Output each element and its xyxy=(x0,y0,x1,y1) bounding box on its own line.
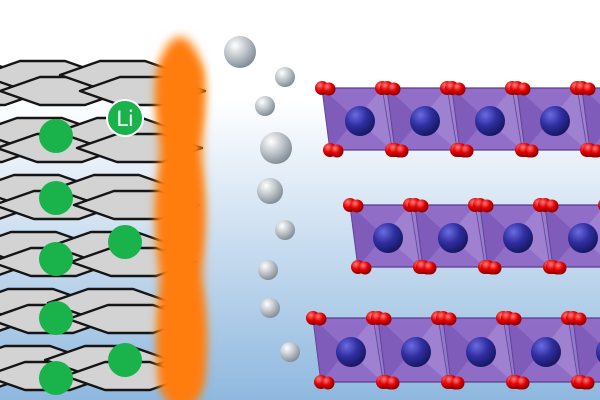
electrolyte-ion xyxy=(260,298,280,318)
lithium-ions: Li xyxy=(39,99,144,395)
octahedron-facet xyxy=(508,318,542,382)
octahedron-facet xyxy=(582,88,600,150)
lithium-ion xyxy=(108,343,142,377)
interface-core xyxy=(160,55,202,400)
oxygen-atom xyxy=(451,376,465,390)
lithium-ion xyxy=(39,361,73,395)
oxygen-atom xyxy=(443,312,457,326)
oxygen-atom xyxy=(415,199,429,213)
metal-atom xyxy=(466,337,496,367)
octahedron-facet xyxy=(517,88,551,150)
metal-atom xyxy=(373,223,403,253)
octahedron-facet xyxy=(480,205,514,267)
metal-atom xyxy=(438,223,468,253)
electrolyte-ions xyxy=(224,36,300,362)
electrolyte-ion xyxy=(260,132,292,164)
oxygen-atom xyxy=(517,82,531,96)
oxygen-atom xyxy=(525,144,539,158)
octahedron-facet xyxy=(378,318,412,382)
metal-atom xyxy=(568,223,598,253)
oxygen-atom xyxy=(386,376,400,390)
oxygen-atom xyxy=(582,82,596,96)
oxygen-atom xyxy=(395,144,409,158)
lithium-ion xyxy=(39,301,73,335)
electrolyte-ion xyxy=(224,36,256,68)
octahedron-facet xyxy=(452,88,486,150)
oxygen-atom xyxy=(358,261,372,275)
electrolyte-ion xyxy=(255,96,275,116)
oxygen-atom xyxy=(545,199,559,213)
oxygen-atom xyxy=(387,82,401,96)
oxygen-atom xyxy=(322,82,336,96)
oxygen-atom xyxy=(321,376,335,390)
electrolyte-ion xyxy=(280,342,300,362)
octahedron-facet xyxy=(443,318,477,382)
oxygen-atom xyxy=(423,261,437,275)
lithium-label: Li xyxy=(116,107,134,131)
octahedron-facet xyxy=(415,205,449,267)
oxygen-atom xyxy=(488,261,502,275)
metal-atom xyxy=(475,106,505,136)
electrolyte-ion xyxy=(258,260,278,280)
electrolyte-ion xyxy=(275,67,295,87)
oxygen-atom xyxy=(350,199,364,213)
metal-atom xyxy=(540,106,570,136)
metal-atom xyxy=(401,337,431,367)
oxygen-atom xyxy=(516,376,530,390)
interface-layer xyxy=(156,37,206,400)
octahedron-facet xyxy=(573,318,600,382)
layered-oxide-cathode xyxy=(306,81,600,390)
oxygen-atom xyxy=(573,312,587,326)
oxygen-atom xyxy=(313,312,327,326)
electrolyte-ion xyxy=(275,220,295,240)
lithium-ion-labelled xyxy=(106,99,144,137)
octahedron-facet xyxy=(350,205,384,267)
lithium-ion xyxy=(39,119,73,153)
oxygen-atom xyxy=(508,312,522,326)
oxygen-atom xyxy=(330,144,344,158)
oxygen-atom xyxy=(590,144,600,158)
oxygen-atom xyxy=(378,312,392,326)
oxygen-atom xyxy=(460,144,474,158)
oxygen-atom xyxy=(452,82,466,96)
metal-atom xyxy=(596,341,600,363)
lithium-ion xyxy=(39,242,73,276)
metal-atom xyxy=(531,337,561,367)
metal-atom xyxy=(345,106,375,136)
octahedron-facet xyxy=(313,318,347,382)
oxygen-atom xyxy=(581,376,595,390)
lithium-ion xyxy=(108,225,142,259)
oxygen-atom xyxy=(553,261,567,275)
metal-atom xyxy=(336,337,366,367)
electrolyte-ion xyxy=(257,178,283,204)
octahedron-facet xyxy=(387,88,421,150)
metal-atom xyxy=(503,223,533,253)
oxygen-atom xyxy=(480,199,494,213)
octahedron-facet xyxy=(322,88,356,150)
octahedron-facet xyxy=(545,205,579,267)
lithium-ion xyxy=(39,181,73,215)
metal-atom xyxy=(410,106,440,136)
